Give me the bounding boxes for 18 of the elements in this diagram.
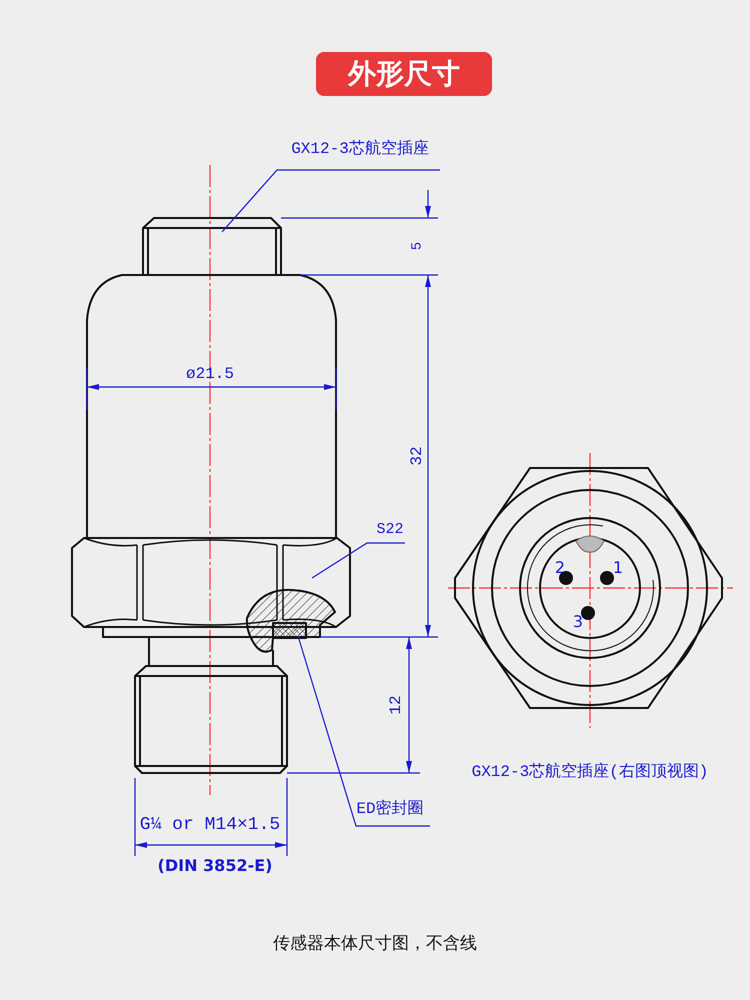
- dimension-value: 32: [409, 446, 427, 466]
- dimension-value: ø21.5: [186, 366, 234, 384]
- pin-number: 1: [612, 559, 624, 577]
- callout-label: GX12-3芯航空插座: [291, 141, 429, 159]
- view-label: GX12-3芯航空插座(右图顶视图): [472, 764, 708, 782]
- callout-label: ED密封圈: [356, 801, 424, 819]
- standard-label: (DIN 3852-E): [158, 857, 272, 875]
- dimension-value: 5: [410, 242, 426, 250]
- callout-label: S22: [376, 522, 404, 538]
- leader-line: [297, 636, 430, 827]
- dimension-value: 12: [388, 695, 406, 715]
- leader-line: [312, 542, 405, 578]
- leader-line: [222, 169, 440, 232]
- pin-number: 3: [572, 613, 584, 631]
- thread-label: G¼ or M14×1.5: [140, 816, 280, 836]
- pin-number: 2: [554, 559, 566, 577]
- caption: 传感器本体尺寸图，不含线: [273, 932, 477, 954]
- title-badge: 外形尺寸: [316, 52, 492, 96]
